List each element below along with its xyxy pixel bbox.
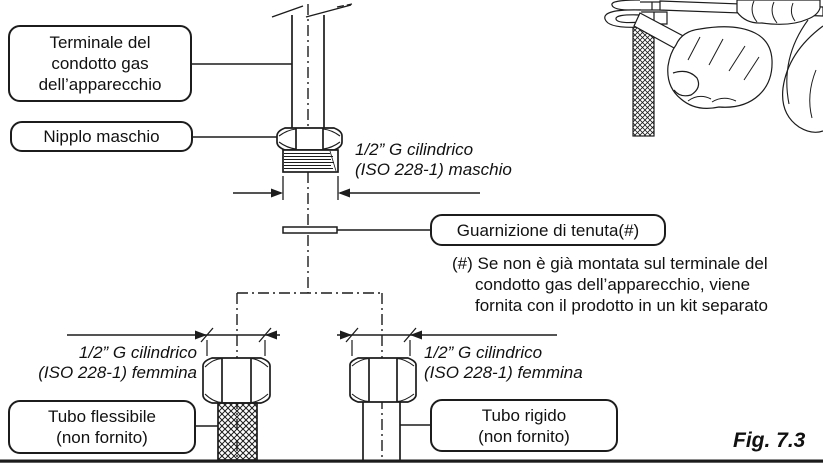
male-nipple-drawing	[276, 127, 343, 173]
callout-tubo-rigido: Tubo rigido (non fornito)	[430, 399, 618, 452]
bottom-border-line	[0, 459, 823, 463]
spec-female-thread-right: 1/2” G cilindrico (ISO 228-1) femmina	[424, 343, 583, 382]
leader-lines	[192, 63, 430, 427]
gasket-footnote: (#) Se non è già montata sul terminale d…	[452, 254, 768, 315]
gasket-drawing	[282, 226, 338, 234]
male-thread-dimension	[233, 176, 480, 200]
spec-female-thread-left: 1/2” G cilindrico (ISO 228-1) femmina	[38, 343, 197, 382]
centerlines	[236, 4, 383, 459]
wrench-hands-illustration	[604, 0, 823, 137]
rigid-tube-fitting-drawing	[349, 357, 417, 460]
callout-terminale-condotto-gas: Terminale del condotto gas dell’apparecc…	[8, 25, 192, 102]
callout-tubo-flessibile: Tubo flessibile (non fornito)	[8, 400, 196, 454]
female-thread-dimension-left	[67, 327, 280, 356]
appliance-gas-pipe-drawing	[271, 3, 353, 128]
flexible-tube-fitting-drawing	[202, 357, 271, 461]
callout-guarnizione-di-tenuta: Guarnizione di tenuta(#)	[430, 214, 666, 246]
callout-nipplo-maschio: Nipplo maschio	[10, 121, 193, 152]
figure-number-label: Fig. 7.3	[733, 429, 806, 452]
spec-male-thread: 1/2” G cilindrico (ISO 228-1) maschio	[355, 140, 512, 179]
female-thread-dimension-right	[337, 327, 557, 356]
